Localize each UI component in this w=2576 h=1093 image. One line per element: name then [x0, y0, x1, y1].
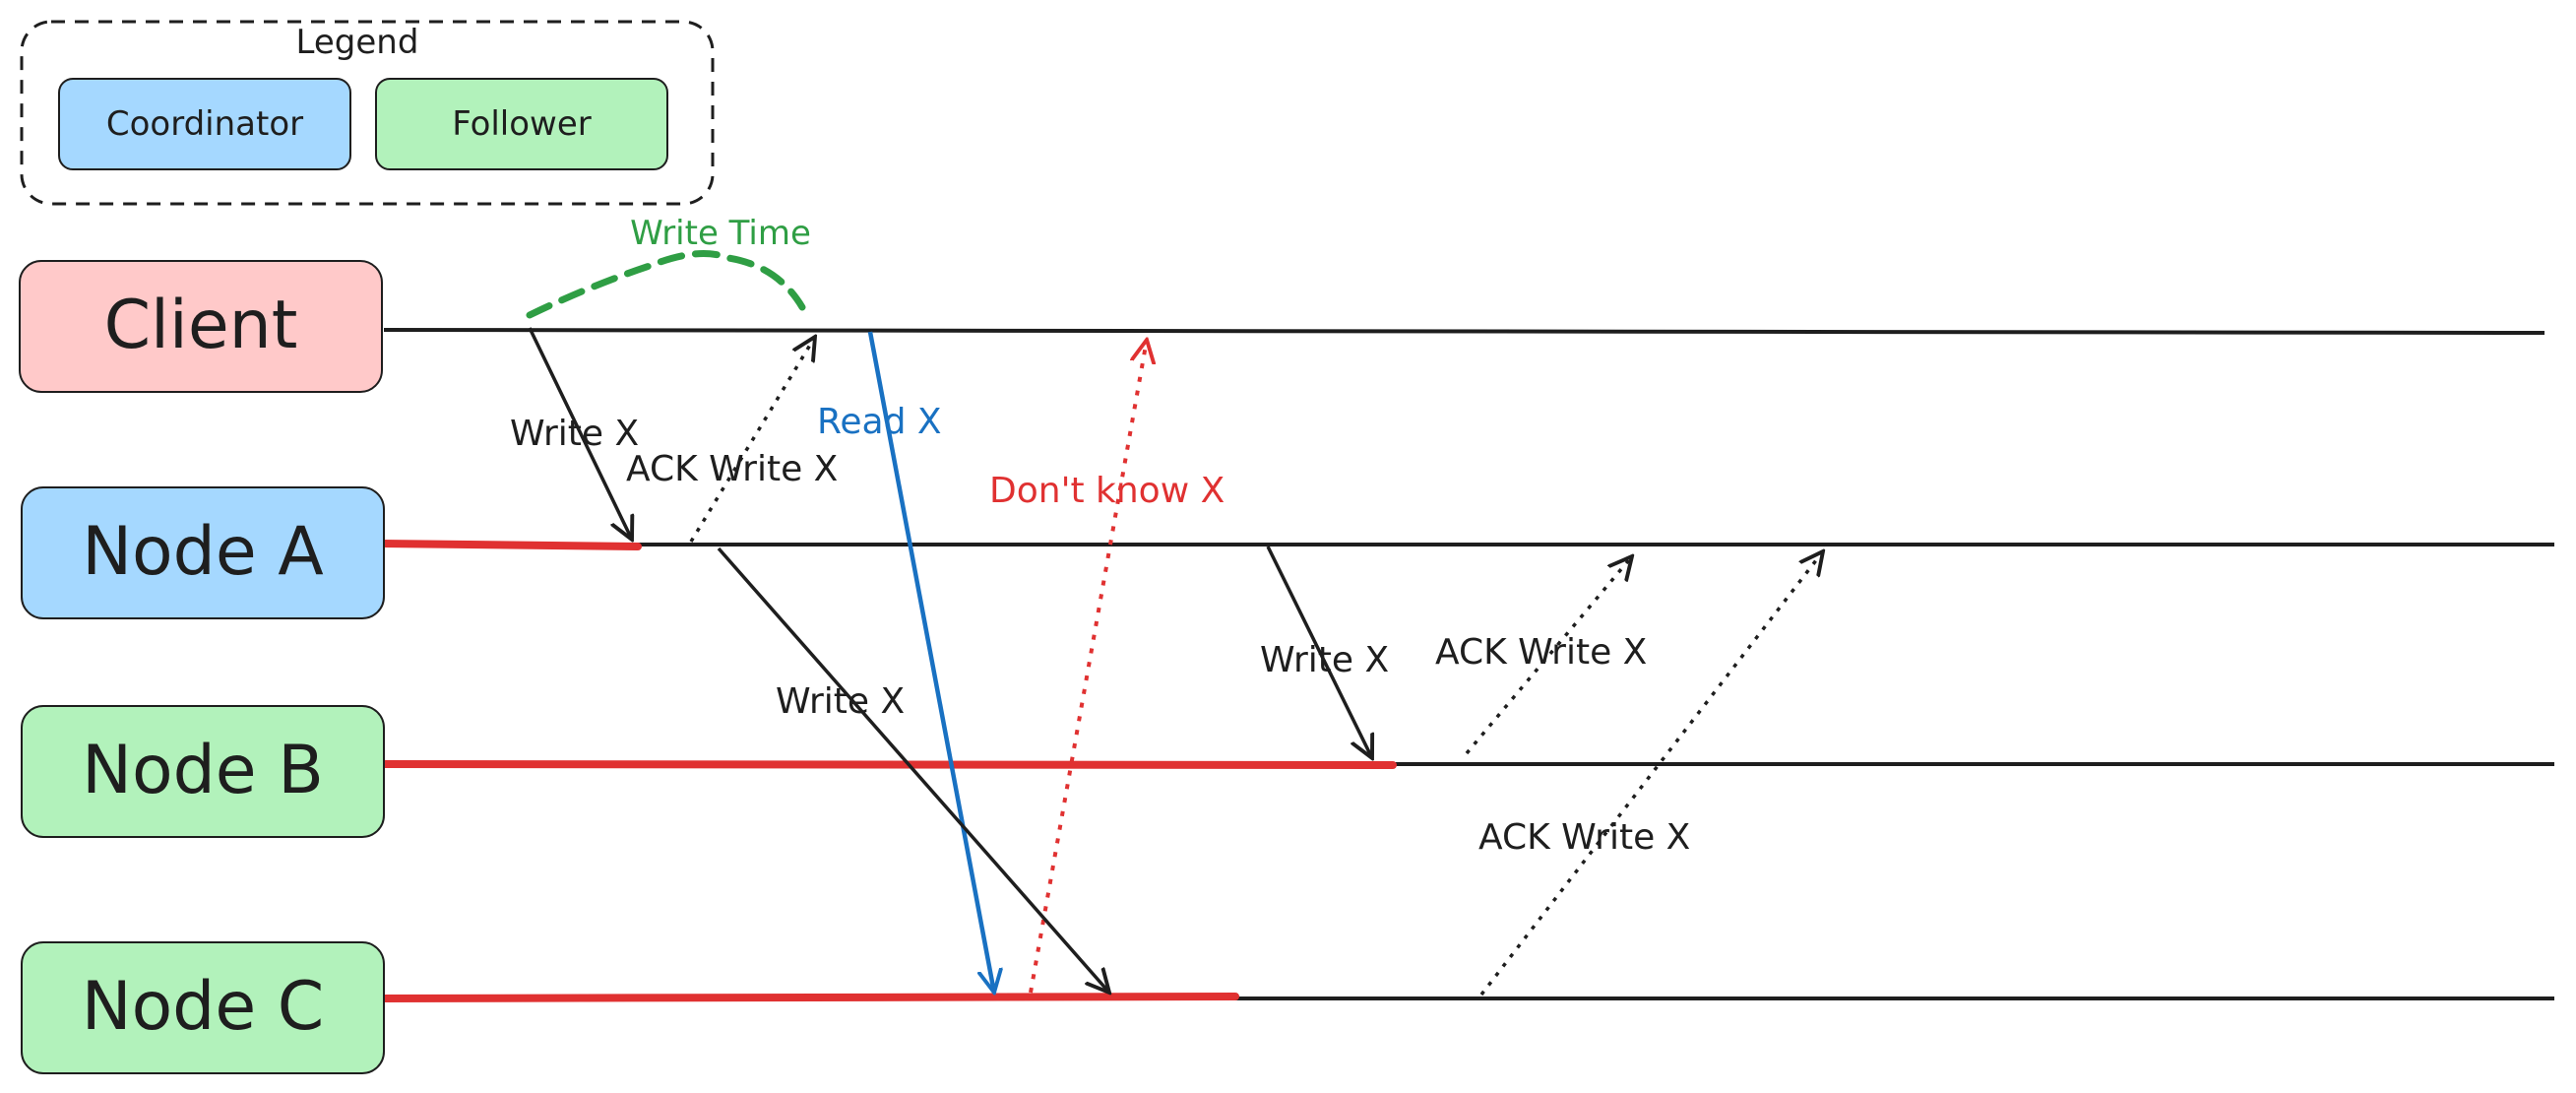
label-dont-know-x: Don't know X [989, 471, 1225, 511]
actor-node-c-label: Node C [82, 968, 325, 1046]
arrow-ack-node-b-to-node-a [1465, 556, 1632, 755]
label-write-x-client-to-node-a: Write X [510, 414, 639, 454]
actor-node-c-box [21, 941, 385, 1074]
label-ack-node-a-to-client: ACK Write X [626, 449, 838, 489]
actors: Client Node A Node B Node C [19, 260, 385, 1074]
legend-coordinator-swatch [58, 78, 351, 170]
actor-client-label: Client [104, 287, 298, 364]
arrow-write-x-node-a-to-node-c [717, 546, 1109, 993]
legend: Legend Coordinator Follower [20, 20, 715, 206]
actor-node-a-box [21, 486, 385, 619]
arrow-read-x-client-to-node-c [867, 331, 994, 993]
actor-node-c: Node C [21, 941, 385, 1074]
lifeline-client [383, 328, 2545, 335]
arrow-write-x-client-to-node-a [528, 327, 632, 540]
node-a-red-segment [378, 540, 642, 550]
label-ack-node-c-to-node-a: ACK Write X [1478, 817, 1690, 858]
legend-title: Legend [296, 23, 419, 62]
actor-node-a-label: Node A [82, 513, 324, 591]
label-read-x: Read X [817, 402, 942, 442]
node-b-red-segment [378, 760, 1397, 769]
arrow-dont-know-node-c-to-client [1029, 340, 1147, 994]
write-time-label: Write Time [630, 214, 811, 253]
label-write-x-node-a-to-node-c: Write X [776, 681, 905, 722]
actor-client: Client [19, 260, 383, 393]
label-ack-node-b-to-node-a: ACK Write X [1435, 632, 1647, 673]
actor-node-b-box [21, 705, 385, 838]
actor-node-b: Node B [21, 705, 385, 838]
arrow-ack-node-c-to-node-a [1479, 551, 1823, 997]
label-write-x-node-a-to-node-b: Write X [1260, 640, 1389, 680]
legend-coordinator-label: Coordinator [106, 104, 303, 144]
write-time-bracket [526, 250, 806, 319]
arrow-ack-node-a-to-client [689, 337, 815, 543]
actor-node-a: Node A [21, 486, 385, 619]
messages: Write X ACK Write X Read X Don't know X … [510, 327, 1823, 997]
write-time-annotation: Write Time [526, 214, 811, 319]
legend-follower-label: Follower [452, 104, 592, 144]
arrow-write-x-node-a-to-node-b [1266, 546, 1372, 758]
actor-client-box [19, 260, 383, 393]
actor-node-b-label: Node B [82, 732, 324, 809]
node-c-red-segment [378, 993, 1239, 1002]
pending-segments [378, 540, 1397, 1002]
legend-frame [20, 20, 715, 206]
legend-follower-swatch [375, 78, 668, 170]
